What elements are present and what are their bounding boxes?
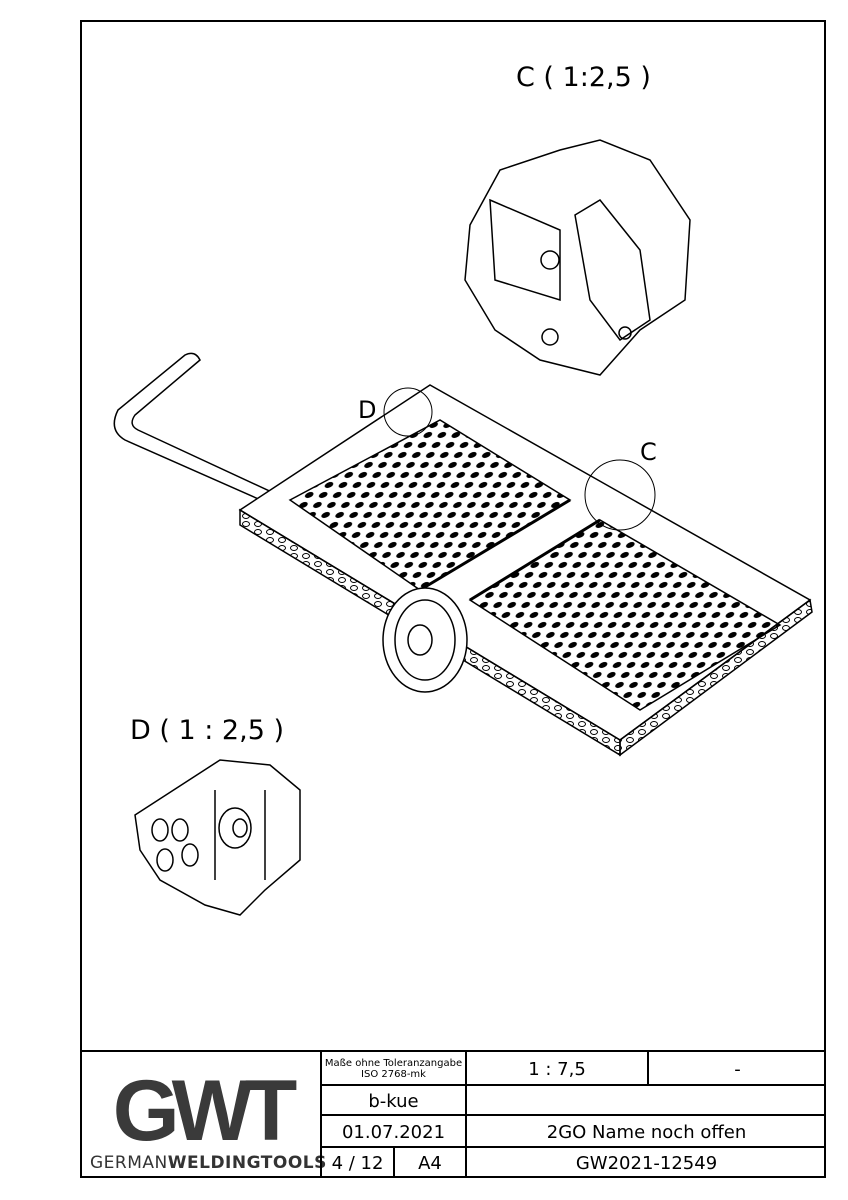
detail-d-callout-circle	[383, 387, 433, 437]
detail-c-callout-circle	[584, 459, 656, 531]
drawing-frame	[80, 20, 826, 1178]
detail-d-title: D ( 1 : 2,5 )	[130, 715, 284, 746]
scale-cell: 1 : 7,5	[465, 1050, 647, 1086]
detail-c-marker: C	[640, 438, 657, 466]
gwt-logo: GWT	[113, 1063, 305, 1159]
author-cell: b-kue	[320, 1084, 465, 1116]
detail-d-view	[134, 759, 301, 916]
logo-subtitle-light: GERMAN	[90, 1153, 168, 1173]
logo-subtitle: GERMANWELDINGTOOLS	[90, 1153, 327, 1173]
cart-body	[238, 384, 813, 757]
tolerance-line-2: ISO 2768-mk	[361, 1069, 426, 1080]
cart-handle	[113, 352, 280, 506]
drawing-number-cell: GW2021-12549	[465, 1146, 826, 1178]
material-cell: -	[647, 1050, 826, 1086]
tolerance-line-1: Maße ohne Toleranzangabe	[324, 1058, 463, 1069]
detail-d-marker: D	[358, 396, 377, 424]
svg-text:GWT: GWT	[113, 1063, 297, 1159]
cart-wheel	[382, 587, 468, 693]
format-cell: A4	[393, 1146, 465, 1178]
detail-c-view	[464, 139, 691, 376]
detail-c-title: C ( 1:2,5 )	[516, 62, 651, 93]
empty-cell	[465, 1084, 826, 1116]
date-cell: 01.07.2021	[320, 1114, 465, 1148]
logo-subtitle-bold: WELDINGTOOLS	[167, 1153, 327, 1173]
cart-drawing	[113, 139, 813, 916]
sheet-cell: 4 / 12	[320, 1146, 393, 1178]
part-name-cell: 2GO Name noch offen	[465, 1114, 826, 1148]
